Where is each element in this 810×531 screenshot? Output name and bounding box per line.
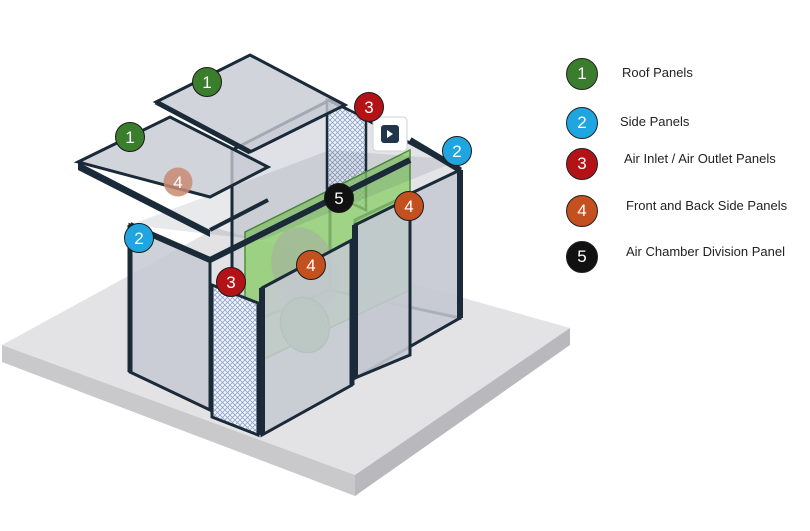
- side-panel-marker-left: 2: [124, 223, 154, 253]
- svg-text:3: 3: [226, 273, 235, 292]
- bottom-inlet-mesh-panel: [210, 282, 260, 438]
- legend-label: Side Panels: [620, 114, 690, 129]
- legend-badge: 3: [566, 148, 598, 180]
- legend-badge: 2: [566, 107, 598, 139]
- svg-text:1: 1: [125, 128, 134, 147]
- division-panel-marker: 5: [324, 183, 354, 213]
- svg-text:5: 5: [334, 189, 343, 208]
- diagram-logo-tile: [372, 116, 408, 152]
- svg-text:1: 1: [202, 73, 211, 92]
- legend-item-air-inlet-outlet-panels: 3 Air Inlet / Air Outlet Panels: [560, 148, 800, 184]
- svg-text:4: 4: [306, 256, 315, 275]
- roof-panel-marker-b: 1: [115, 122, 145, 152]
- front-back-marker-center: 4: [296, 250, 326, 280]
- front-back-marker-ghost: 4: [163, 167, 193, 197]
- front-back-marker-right: 4: [394, 191, 424, 221]
- legend-badge: 1: [566, 58, 598, 90]
- legend-item-front-back-side-panels: 4 Front and Back Side Panels: [560, 195, 800, 231]
- legend-item-air-chamber-division-panel: 5 Air Chamber Division Panel: [560, 241, 800, 277]
- legend-item-side-panels: 2 Side Panels: [560, 107, 800, 143]
- side-panel-marker-right: 2: [442, 136, 472, 166]
- inlet-panel-marker-bottom: 3: [216, 267, 246, 297]
- legend-badge: 5: [566, 241, 598, 273]
- legend-label: Roof Panels: [622, 65, 693, 80]
- roof-panel-marker-a: 1: [192, 67, 222, 97]
- front-back-side-panel-right: [352, 195, 412, 381]
- inlet-panel-marker-top: 3: [354, 92, 384, 122]
- legend-badge: 4: [566, 195, 598, 227]
- legend-label: Air Chamber Division Panel: [626, 244, 785, 259]
- svg-text:2: 2: [452, 142, 461, 161]
- legend-label: Air Inlet / Air Outlet Panels: [624, 151, 776, 166]
- svg-text:4: 4: [173, 173, 182, 192]
- legend-item-roof-panels: 1 Roof Panels: [560, 58, 800, 94]
- svg-text:4: 4: [404, 197, 413, 216]
- svg-text:3: 3: [364, 98, 373, 117]
- svg-text:2: 2: [134, 229, 143, 248]
- legend-label: Front and Back Side Panels: [626, 198, 788, 213]
